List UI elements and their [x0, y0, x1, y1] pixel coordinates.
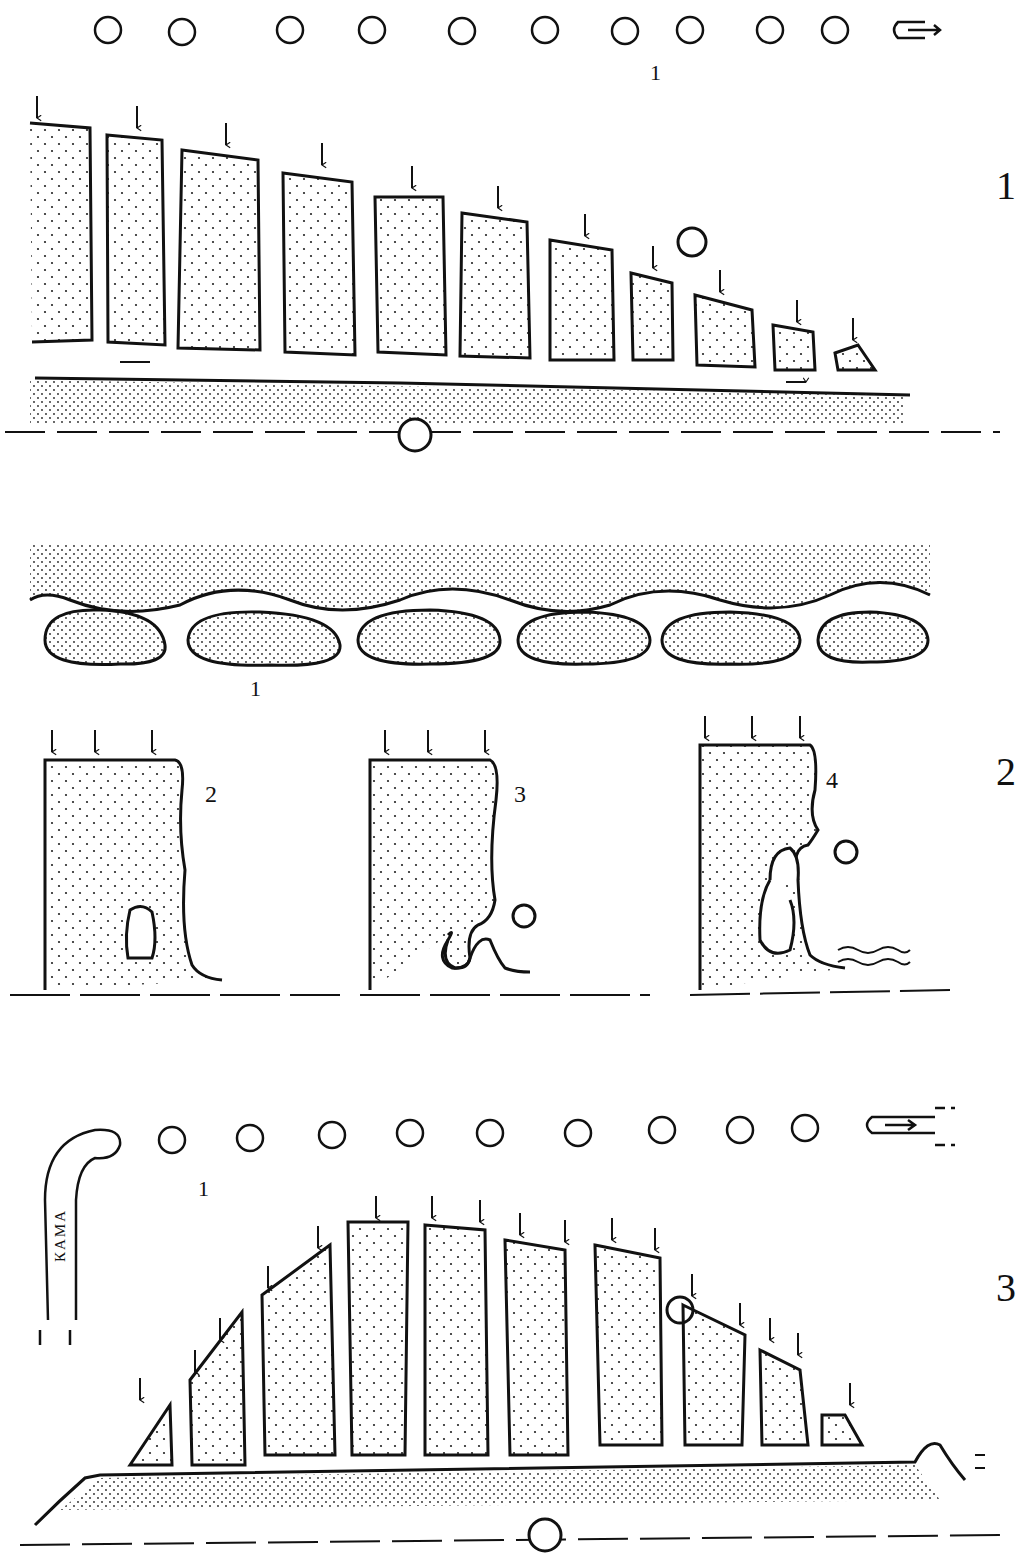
pressure-arrow [611, 1218, 613, 1240]
pressure-arrow [427, 730, 429, 752]
pressure-arrow [769, 1318, 771, 1340]
pressure-arrow [719, 270, 721, 292]
river-name: КАМА [53, 1208, 68, 1261]
panel-number: 1 [996, 166, 1016, 206]
pressure-arrow [584, 214, 586, 236]
pressure-arrow [51, 730, 53, 752]
pressure-arrows [37, 96, 853, 1405]
flow-label: 1 [650, 62, 661, 84]
pressure-arrow [849, 1383, 851, 1405]
pressure-arrow [652, 246, 654, 268]
pressure-arrow [739, 1303, 741, 1325]
pressure-arrow [267, 1266, 269, 1288]
panel-2 [10, 545, 950, 995]
stage-number: 3 [514, 782, 526, 806]
pressure-arrow [519, 1213, 521, 1235]
pressure-arrow [411, 166, 413, 188]
pressure-arrow [691, 1274, 693, 1296]
pressure-arrow [225, 123, 227, 145]
pressure-arrow [751, 716, 753, 738]
panel-number: 2 [996, 752, 1016, 792]
panel-3 [20, 1108, 1000, 1551]
panel-number: 3 [996, 1268, 1016, 1308]
pressure-arrow [194, 1350, 196, 1372]
pressure-arrow [151, 730, 153, 752]
pressure-arrow [704, 716, 706, 738]
pressure-arrow [384, 730, 386, 752]
pressure-arrow [139, 1378, 141, 1400]
pressure-arrow [431, 1196, 433, 1218]
pressure-arrow [484, 730, 486, 752]
pressure-arrow [375, 1196, 377, 1218]
pressure-arrow [654, 1228, 656, 1250]
flow-circles [95, 17, 940, 45]
rock-blocks [30, 123, 875, 370]
pressure-arrow [94, 730, 96, 752]
pressure-arrow [136, 106, 138, 128]
pressure-arrow [797, 1333, 799, 1355]
stage-number: 4 [826, 768, 838, 792]
pressure-arrow [852, 318, 854, 340]
flow-label: 1 [198, 1178, 209, 1200]
pressure-arrow [796, 300, 798, 322]
pressure-arrow [479, 1200, 481, 1222]
flow-label: 1 [250, 678, 261, 700]
pressure-arrow [317, 1226, 319, 1248]
pressure-arrow [219, 1318, 221, 1340]
pressure-arrow [799, 716, 801, 738]
pressure-arrow [564, 1220, 566, 1242]
pressure-arrow [321, 143, 323, 165]
pressure-arrow [497, 186, 499, 208]
pressure-arrow [36, 96, 38, 118]
panel-1 [5, 17, 1000, 451]
stage-number: 2 [205, 782, 217, 806]
